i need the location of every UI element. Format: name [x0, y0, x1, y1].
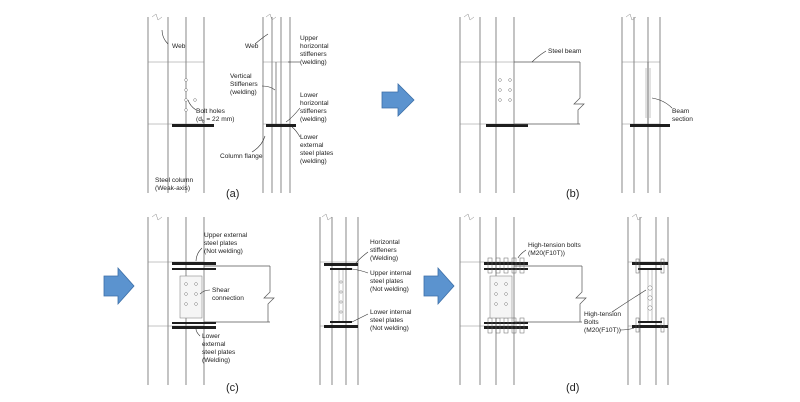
arrow-into-c: [103, 266, 135, 306]
label-lower-h-1: Lower: [300, 92, 319, 99]
label-c-upper-int-3: (Not welding): [370, 286, 409, 293]
label-upper-h-1: Upper: [300, 35, 319, 42]
panel-c-beam: [204, 265, 275, 323]
panel-c: Upper external steel plates (Not welding…: [147, 217, 412, 394]
label-c-lower-int-3: (Not welding): [370, 325, 409, 332]
label-steel-column-2: (Weak-axis): [155, 185, 190, 192]
label-d-htb-right-3: (M20(F10T)): [584, 327, 621, 334]
arrow-into-d: [423, 266, 455, 306]
caption-b: (b): [566, 188, 579, 200]
caption-a: (a): [226, 188, 239, 200]
arrow-a-to-b: [381, 83, 415, 117]
label-c-lower-ext-2: external: [202, 341, 226, 348]
lower-external-plate: [172, 326, 216, 329]
panel-b-right-column: [621, 17, 670, 193]
panel-c-right-column: [319, 217, 359, 385]
panel-b-left-column: [459, 17, 528, 193]
panel-d-beam: [514, 265, 587, 323]
label-column-flange: Column flange: [220, 153, 263, 160]
label-lower-ext-2: external: [300, 142, 324, 149]
panel-a-left-column: [147, 17, 214, 193]
label-lower-h-4: (welding): [300, 116, 327, 123]
label-c-lower-int-1: Lower internal: [370, 309, 412, 316]
panel-d-shear-plate: [489, 275, 513, 319]
label-bolt-holes-1: Bolt holes: [196, 108, 226, 115]
label-bolt-holes-3: = 22 mm): [205, 116, 235, 123]
label-upper-h-3: stiffeners: [300, 51, 327, 58]
label-d-htb-right-1: High-tension: [584, 311, 621, 318]
lower-external-plate-inner: [172, 322, 216, 324]
label-c-upper-ext-1: Upper external: [204, 232, 248, 239]
label-c-lower-int-2: steel plates: [370, 317, 404, 324]
upper-external-plate: [172, 262, 216, 265]
label-bolt-holes-2: (d: [196, 116, 202, 123]
label-c-upper-ext-2: steel plates: [204, 240, 238, 247]
panel-d-top-bolts: [487, 257, 525, 274]
panel-d: High-tension bolts (M20(F10T)) High-tens…: [459, 217, 669, 394]
label-lower-ext-3: steel plates: [300, 150, 334, 157]
label-c-lower-ext-1: Lower: [202, 333, 221, 340]
break-marks: [151, 13, 643, 221]
label-lower-h-3: stiffeners: [300, 108, 327, 115]
shear-plate: [179, 275, 203, 319]
label-web-left: Web: [172, 43, 186, 50]
panel-b-steel-beam: [514, 61, 585, 125]
label-c-shear-2: connection: [212, 295, 244, 302]
label-beam-section-2: section: [672, 116, 693, 123]
label-vertical-2: Stiffeners: [230, 81, 258, 88]
label-vertical-1: Vertical: [230, 73, 252, 80]
label-d-htb-right-2: Bolts: [584, 319, 599, 326]
label-c-lower-ext-4: (Welding): [202, 357, 230, 364]
label-c-upper-ext-3: (Not welding): [204, 248, 243, 255]
panel-a-right-column: [262, 17, 296, 193]
label-steel-beam: Steel beam: [548, 48, 582, 55]
label-upper-h-4: (welding): [300, 59, 327, 66]
label-lower-h-2: horizontal: [300, 100, 329, 107]
label-beam-section-1: Beam: [672, 108, 690, 115]
upper-external-plate-inner: [172, 268, 216, 270]
label-c-shear-1: Shear: [212, 287, 230, 294]
label-vertical-3: (welding): [230, 89, 257, 96]
caption-d: (d): [566, 382, 579, 394]
caption-c: (c): [226, 382, 239, 394]
label-c-upper-int-1: Upper internal: [370, 270, 412, 277]
panel-d-right-column: [627, 217, 669, 385]
label-d-htb-top-1: High-tension bolts: [528, 242, 581, 249]
label-steel-column-1: Steel column: [155, 177, 193, 184]
label-c-horiz-3: (Welding): [370, 255, 398, 262]
label-c-upper-int-2: steel plates: [370, 278, 404, 285]
label-upper-h-2: horizontal: [300, 43, 329, 50]
label-lower-ext-4: (welding): [300, 158, 327, 165]
label-bolt-holes-sub: b: [202, 119, 205, 125]
svg-text:(db = 22 mm): (db = 22 mm): [196, 116, 234, 125]
panel-a: Web Bolt holes (db = 22 mm) Steel column…: [147, 17, 334, 200]
label-c-lower-ext-3: steel plates: [202, 349, 236, 356]
label-lower-ext-1: Lower: [300, 134, 319, 141]
panel-d-bottom-bolts: [487, 317, 525, 334]
label-c-horiz-1: Horizontal: [370, 239, 400, 246]
label-c-horiz-2: stiffeners: [370, 247, 397, 254]
label-web-right: Web: [245, 43, 259, 50]
label-d-htb-top-2: (M20(F10T)): [528, 250, 565, 257]
panel-b: Steel beam Beam section (b): [459, 17, 693, 200]
